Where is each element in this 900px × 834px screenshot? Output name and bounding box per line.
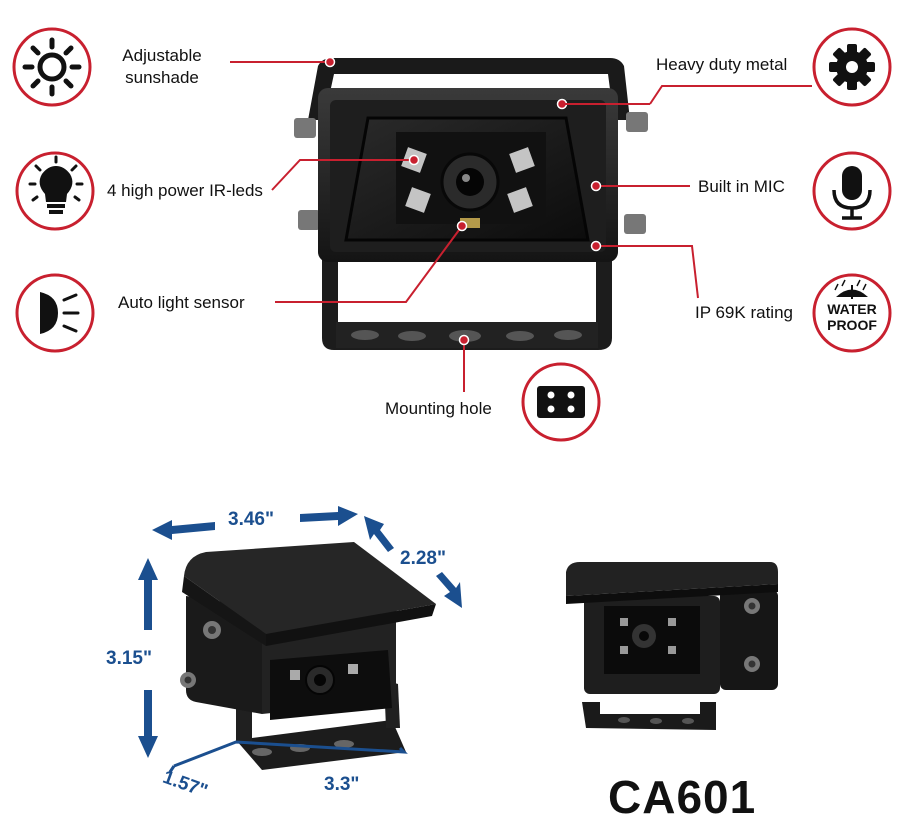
lightbulb-icon <box>15 151 95 231</box>
built-in-mic-label: Built in MIC <box>698 177 785 196</box>
headlight-icon <box>15 273 95 353</box>
base-width-dimension: 3.3" <box>324 774 360 795</box>
waterproof-line1: WATER <box>827 301 877 317</box>
model-name: CA601 <box>608 771 757 823</box>
dimension-arrows <box>138 506 462 758</box>
mounting-hole-label: Mounting hole <box>385 399 492 418</box>
camera-side-view <box>566 562 778 730</box>
microphone-icon <box>812 151 892 231</box>
waterproof-line2: PROOF <box>827 317 877 333</box>
light-sensor-label: Auto light sensor <box>118 293 245 312</box>
gear-icon <box>812 27 892 107</box>
width-dimension: 3.46" <box>228 509 274 530</box>
dimension-lines <box>168 740 408 773</box>
depth-dimension: 2.28" <box>400 548 446 569</box>
sunshade-label: Adjustable sunshade <box>122 46 202 87</box>
height-dimension: 3.15" <box>106 648 152 669</box>
waterproof-icon: WATER PROOF <box>812 273 892 353</box>
ir-leds-label: 4 high power IR-leds <box>107 181 263 200</box>
ip-rating-label: IP 69K rating <box>695 303 793 322</box>
sun-icon <box>12 27 92 107</box>
mounting-holes-icon <box>521 362 601 442</box>
camera-angle-view <box>180 542 436 770</box>
heavy-duty-metal-label: Heavy duty metal <box>656 55 788 74</box>
callout-lines <box>230 61 812 392</box>
camera-front-view <box>294 58 648 350</box>
